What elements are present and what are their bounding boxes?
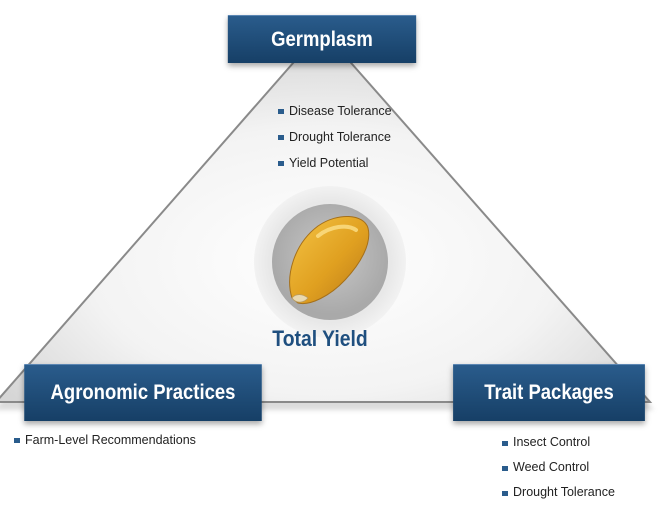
total-yield-label: Total Yield — [272, 326, 368, 351]
agronomic-practices-title: Agronomic Practices — [50, 381, 236, 404]
list-item: Weed Control — [502, 455, 615, 480]
germplasm-title: Germplasm — [271, 28, 373, 51]
trait-packages-banner: Trait Packages — [453, 364, 645, 421]
list-item: Yield Potential — [278, 150, 392, 176]
agronomic-practices-banner: Agronomic Practices — [24, 364, 262, 421]
agronomic-practices-bullets: Farm-Level Recommendations — [14, 430, 196, 450]
trait-packages-bullets: Insect Control Weed Control Drought Tole… — [502, 430, 615, 505]
corn-kernel-icon — [289, 215, 370, 305]
list-item: Farm-Level Recommendations — [14, 430, 196, 450]
list-item: Disease Tolerance — [278, 98, 392, 124]
list-item: Insect Control — [502, 430, 615, 455]
list-item: Drought Tolerance — [502, 480, 615, 505]
germplasm-bullets: Disease Tolerance Drought Tolerance Yiel… — [278, 98, 392, 176]
germplasm-banner: Germplasm — [227, 15, 417, 63]
list-item: Drought Tolerance — [278, 124, 392, 150]
trait-packages-title: Trait Packages — [484, 381, 614, 404]
